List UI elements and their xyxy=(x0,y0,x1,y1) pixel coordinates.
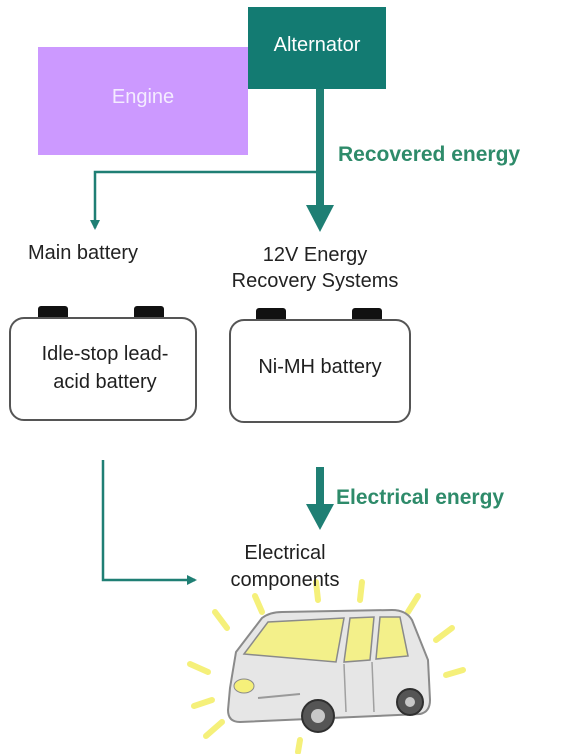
alternator-box xyxy=(248,7,386,89)
recovered-energy-arrow xyxy=(306,89,334,232)
energy-recovery-systems-label: 12V Energy Recovery Systems xyxy=(200,242,430,294)
alternator-label: Alternator xyxy=(273,34,361,56)
lead-acid-label-line2: acid battery xyxy=(53,371,157,393)
ni-mh-battery xyxy=(229,308,411,423)
lead-acid-to-components-arrow xyxy=(101,460,197,585)
recovery-label-line1: 12V Energy xyxy=(262,244,368,266)
recovered-energy-label: Recovered energy xyxy=(338,143,521,166)
engine-label: Engine xyxy=(111,86,175,108)
ni-mh-battery-label: Ni-MH battery xyxy=(258,356,382,378)
electrical-components-label: Electrical components xyxy=(200,540,370,594)
car-glow-rays xyxy=(187,579,466,754)
engine-box xyxy=(38,47,248,155)
electrical-energy-label: Electrical energy xyxy=(336,486,505,509)
lead-acid-battery-label: Idle-stop lead- acid battery xyxy=(10,340,200,396)
main-battery-flow-arrow xyxy=(90,170,320,230)
lead-acid-label-line1: Idle-stop lead- xyxy=(41,343,169,365)
main-battery-label: Main battery xyxy=(28,242,139,264)
car-illustration xyxy=(226,608,432,733)
components-label-line2: components xyxy=(230,569,340,591)
recovery-label-line2: Recovery Systems xyxy=(231,270,399,292)
components-label-line1: Electrical xyxy=(244,542,326,564)
electrical-energy-arrow xyxy=(306,467,334,530)
lead-acid-battery xyxy=(9,306,197,421)
